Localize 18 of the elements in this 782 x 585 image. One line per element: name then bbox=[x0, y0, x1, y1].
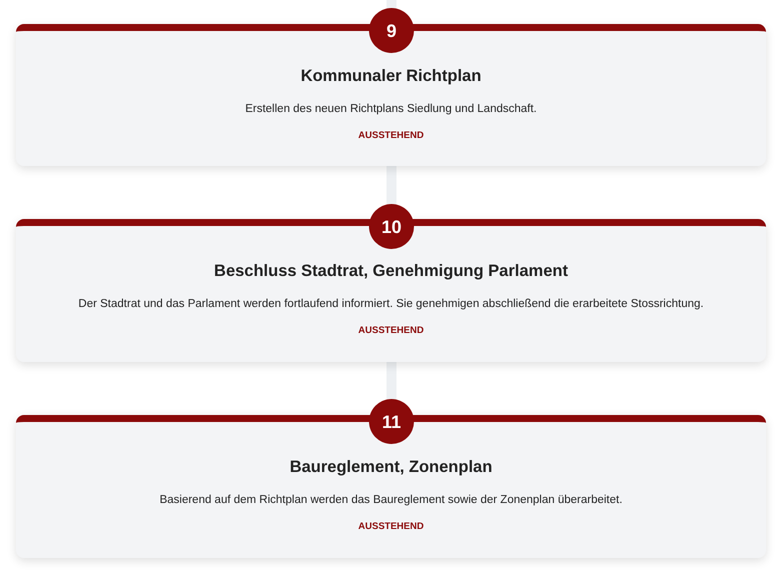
connector-line bbox=[386, 362, 396, 399]
card-heading: Kommunaler Richtplan bbox=[300, 67, 482, 85]
card-description: Der Stadtrat und das Parlament werden fortlaufend informiert. Sie genehmigen abschließend die erarbeitete Stossrichtung. bbox=[78, 298, 704, 310]
connector-line bbox=[386, 0, 396, 8]
card-description: Basierend auf dem Richtplan werden das Baureglement sowie der Zonenplan überarbeitet. bbox=[160, 494, 622, 506]
card-heading: Beschluss Stadtrat, Genehmigung Parlament bbox=[214, 262, 568, 280]
status-label: AUSSTEHEND bbox=[358, 130, 424, 141]
card-heading: Baureglement, Zonenplan bbox=[290, 458, 492, 476]
timeline-card bbox=[16, 415, 766, 558]
timeline-card bbox=[16, 24, 766, 166]
step-number: 9 bbox=[369, 8, 414, 53]
card-description: Erstellen des neuen Richtplans Siedlung und Landschaft. bbox=[245, 103, 537, 115]
status-label: AUSSTEHEND bbox=[358, 521, 424, 532]
step-number: 10 bbox=[369, 204, 414, 249]
step-number: 11 bbox=[369, 399, 414, 444]
connector-line bbox=[386, 166, 396, 204]
timeline-card bbox=[16, 219, 766, 362]
status-label: AUSSTEHEND bbox=[358, 325, 424, 336]
